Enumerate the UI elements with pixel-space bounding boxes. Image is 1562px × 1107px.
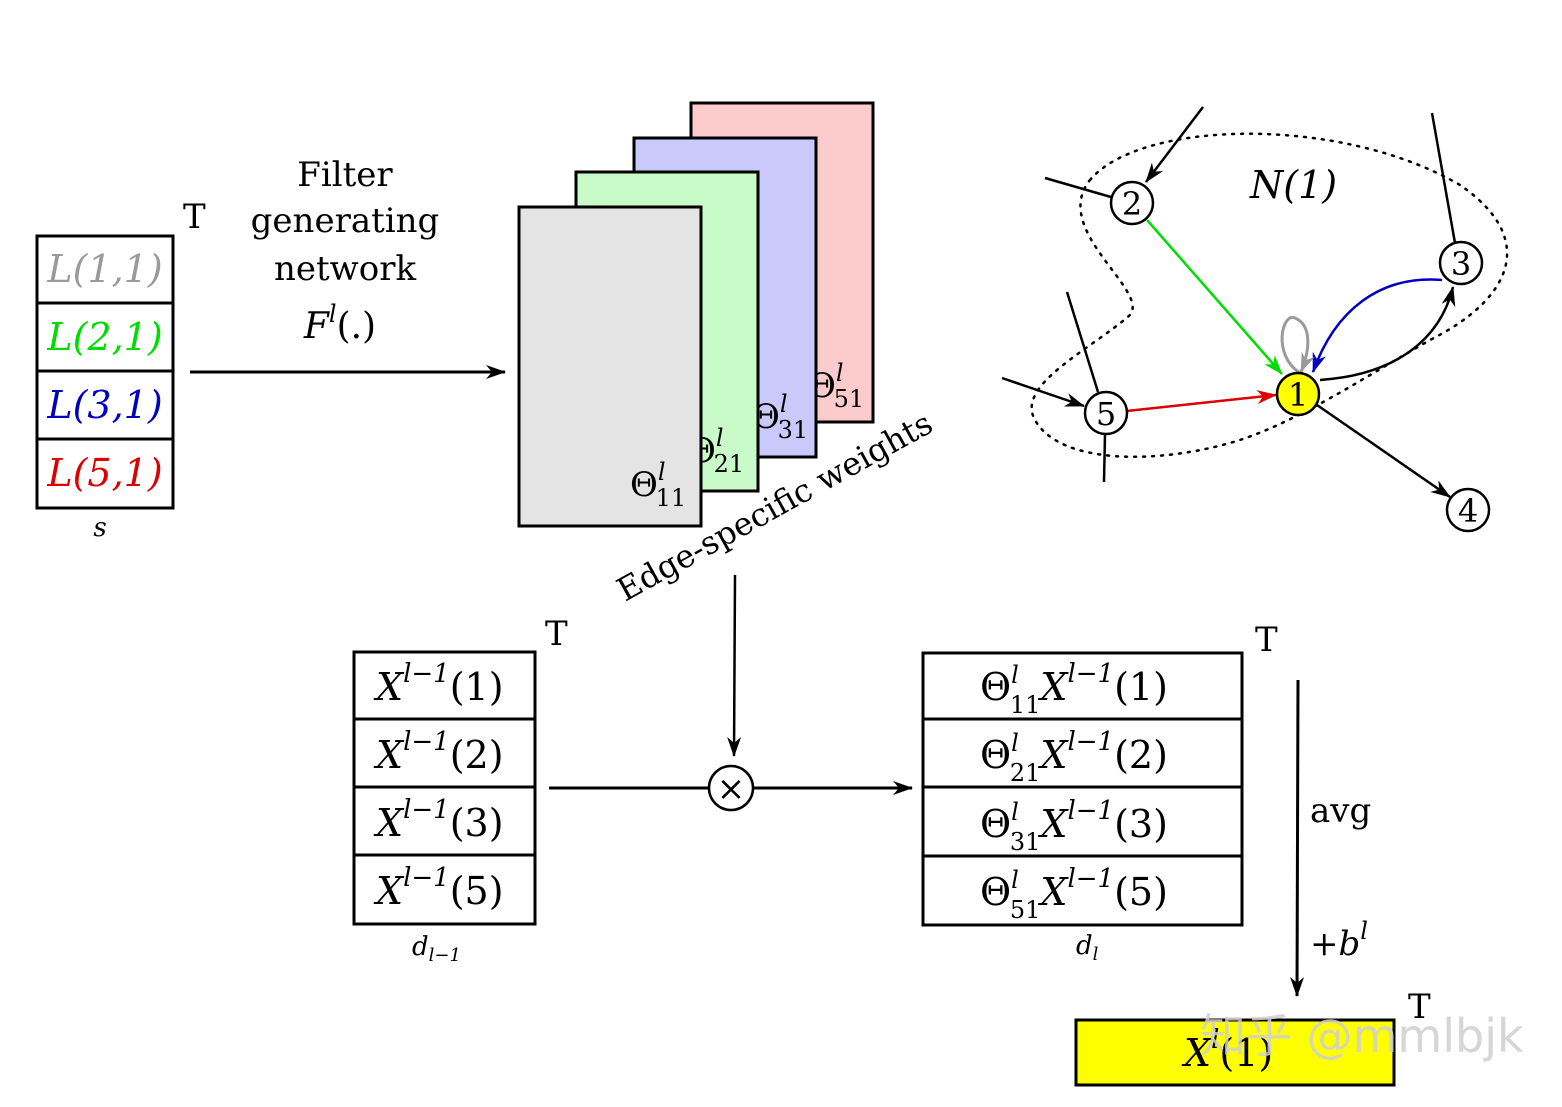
- input-row-1: Xl−1(1): [373, 659, 504, 709]
- svg-text:5: 5: [1096, 395, 1116, 433]
- graph-node-4: 4: [1445, 487, 1491, 533]
- filter-line-3: network: [274, 249, 417, 289]
- edge-3-1: [1311, 278, 1443, 373]
- edge-5-1: [1126, 390, 1277, 413]
- edge-in-2: [1145, 106, 1204, 183]
- input-row-3: Xl−1(3): [373, 795, 504, 845]
- edge-stub-3: [1430, 112, 1457, 244]
- output-vector-dim: dl: [1076, 931, 1099, 965]
- svg-text:×: ×: [717, 769, 746, 809]
- svg-text:3: 3: [1451, 245, 1471, 283]
- output-vector-transpose: T: [1255, 620, 1278, 660]
- input-row-2: Xl−1(2): [373, 727, 504, 777]
- graph-node-1: 1: [1275, 371, 1321, 417]
- label-row-3: L(3,1): [46, 383, 162, 427]
- aggregation-bias: +bl: [1310, 917, 1368, 964]
- graph-node-3: 3: [1438, 240, 1484, 286]
- edge-stub-2: [1044, 176, 1112, 199]
- input-row-4: Xl−1(5): [373, 863, 504, 913]
- label-vector: L(1,1) L(2,1) L(3,1) L(5,1) s T: [35, 197, 206, 543]
- label-row-2: L(2,1): [46, 315, 162, 359]
- result-vector: Xl(1) T: [1074, 987, 1431, 1087]
- theta-card-11: [517, 205, 703, 528]
- aggregation-avg: avg: [1310, 791, 1371, 831]
- filter-function: Fl(.): [303, 300, 376, 347]
- svg-text:2: 2: [1122, 185, 1142, 223]
- input-vector-dim: dl−1: [412, 932, 461, 966]
- edge-stub-5a: [1065, 291, 1100, 393]
- filter-line-2: generating: [251, 201, 440, 241]
- svg-text:4: 4: [1458, 492, 1478, 530]
- edge-2-1: [1146, 219, 1283, 375]
- result-transpose: T: [1408, 987, 1431, 1027]
- neighborhood-boundary: [1030, 132, 1509, 459]
- svg-text:1: 1: [1288, 376, 1308, 414]
- edge-1-3: [1319, 286, 1456, 382]
- edge-1-4: [1316, 403, 1451, 499]
- neighborhood-label: N(1): [1249, 163, 1337, 207]
- edge-in-5: [1001, 376, 1085, 408]
- self-loop-1: [1280, 316, 1315, 375]
- input-vector-transpose: T: [545, 614, 568, 654]
- aggregation-arrow: [1290, 679, 1305, 997]
- edge-stub-5b: [1102, 433, 1107, 483]
- label-row-1: L(1,1): [46, 247, 162, 291]
- filter-line-1: Filter: [297, 155, 393, 195]
- graph-node-5: 5: [1083, 390, 1129, 436]
- weights-down-arrow: [727, 574, 742, 757]
- label-vector-dim: s: [93, 513, 106, 543]
- graph-node-2: 2: [1109, 180, 1155, 226]
- watermark: 知乎 @mmlbjk: [1200, 1009, 1524, 1063]
- result-label: Xl(1): [1181, 1025, 1273, 1075]
- label-vector-transpose: T: [183, 197, 206, 237]
- graph: N(1) 2 3 5 1: [1001, 106, 1509, 533]
- input-vector: Xl−1(1) Xl−1(2) Xl−1(3) Xl−1(5) dl−1 T: [352, 614, 568, 966]
- label-row-4: L(5,1): [46, 451, 162, 495]
- filter-network: Filter generating network Fl(.): [190, 155, 506, 379]
- multiply-node: ×: [707, 764, 755, 812]
